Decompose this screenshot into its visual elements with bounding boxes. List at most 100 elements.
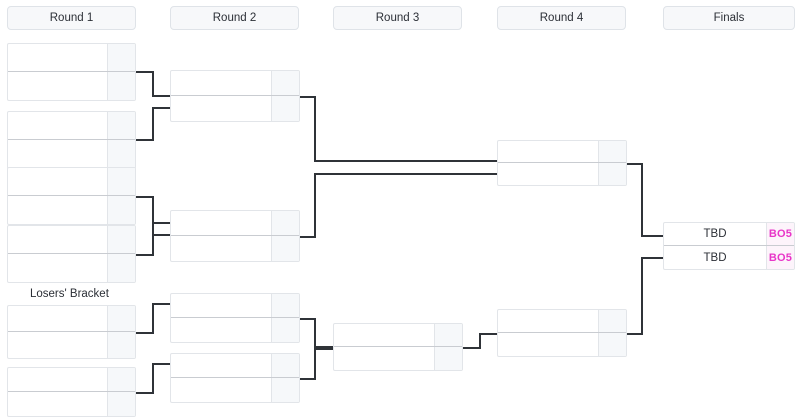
round-header-4[interactable]: Round 4: [497, 6, 626, 30]
round1-match-1-row-1[interactable]: [8, 44, 135, 72]
round3-losers-match-1-row-1[interactable]: [334, 324, 462, 347]
round1-match-1-row-2[interactable]: [8, 72, 135, 100]
round2-match-2-row-2[interactable]: [171, 236, 299, 261]
round1-losers-match-2-row-2[interactable]: [8, 392, 135, 416]
round2-match-1-score-2: [271, 96, 299, 121]
connector-r4m2-to-finals-seg0: [627, 333, 643, 335]
connector-r3losers1-to-r4m2-seg0: [463, 347, 481, 349]
round1-losers-match-2-row-1[interactable]: [8, 368, 135, 392]
round2-match-2-score-1: [271, 211, 299, 235]
round2-losers-match-2-row-2[interactable]: [171, 378, 299, 402]
round2-match-2-row-1[interactable]: [171, 211, 299, 236]
round1-losers-match-1-competitor-2: [8, 332, 107, 358]
round3-losers-match-1-row-2[interactable]: [334, 347, 462, 370]
round1-match-1-score-2: [107, 72, 135, 100]
round1-match-3-competitor-2: [8, 196, 107, 224]
connector-r1losers1-to-r2losers1-seg2: [152, 303, 172, 305]
round4-match-2-row-2[interactable]: [498, 333, 626, 356]
round4-match-1[interactable]: [497, 140, 627, 186]
connector-r1losers2-to-r2losers2-seg1: [152, 363, 154, 394]
round-header-2[interactable]: Round 2: [170, 6, 299, 30]
finals-match-competitor-1: TBD: [703, 228, 727, 240]
connector-r1m1-to-r2m1-seg2: [152, 95, 172, 97]
connector-r4m2-to-finals-seg1: [641, 257, 643, 335]
connector-r3losers1-to-r4m2-seg1: [479, 333, 481, 349]
round4-match-1-row-1[interactable]: [498, 141, 626, 163]
round1-losers-match-2-competitor-1: [8, 368, 107, 391]
round-header-3[interactable]: Round 3: [333, 6, 462, 30]
round4-match-1-score-1: [598, 141, 626, 162]
round1-match-2-row-1[interactable]: [8, 112, 135, 140]
round2-losers-match-2-competitor-2: [171, 378, 271, 402]
round1-match-2-competitor-1: [8, 112, 107, 139]
finals-match-competitor-2: TBD: [703, 251, 727, 264]
round1-losers-match-2[interactable]: [7, 367, 136, 417]
round1-match-2-competitor-2: [8, 140, 107, 168]
round2-losers-match-1-score-2: [271, 318, 299, 342]
round2-losers-match-2-row-1[interactable]: [171, 354, 299, 378]
connector-r4m1-to-finals-seg2: [641, 235, 665, 237]
connector-r2losers2-to-r3losers1-seg2: [314, 348, 335, 350]
round2-match-1[interactable]: [170, 70, 300, 122]
connector-r3losers1-to-r4m2-seg2: [479, 333, 499, 335]
round2-losers-match-2-competitor-1: [171, 354, 271, 377]
round1-match-2-score-2: [107, 140, 135, 168]
round1-match-1-competitor-2: [8, 72, 107, 100]
connector-r1m3-to-r2m2-seg2: [152, 234, 172, 236]
round1-match-3-score-2: [107, 196, 135, 224]
connector-r1losers2-to-r2losers2-seg2: [152, 363, 172, 365]
round2-match-1-score-1: [271, 71, 299, 95]
connector-r2m1-to-r4m1-seg2: [314, 160, 499, 162]
round1-match-3[interactable]: [7, 167, 136, 225]
connector-r2losers1-to-r3losers1-seg1: [314, 318, 316, 348]
round1-match-3-row-1[interactable]: [8, 168, 135, 196]
round2-losers-match-1-row-2[interactable]: [171, 318, 299, 342]
round4-match-1-row-2[interactable]: [498, 163, 626, 185]
round2-losers-match-1-row-1[interactable]: [171, 294, 299, 318]
connector-r2m2-to-r4m1-seg2: [314, 173, 499, 175]
connector-r2losers1-to-r3losers1-seg2: [314, 346, 335, 348]
round1-losers-match-1[interactable]: [7, 305, 136, 359]
round1-losers-match-1-row-2[interactable]: [8, 332, 135, 358]
round1-losers-match-1-row-1[interactable]: [8, 306, 135, 332]
round1-match-4[interactable]: [7, 225, 136, 283]
connector-r1m4-to-r2m2-seg1: [152, 222, 154, 256]
round1-match-2-row-2[interactable]: [8, 140, 135, 168]
connector-r4m1-to-finals-seg1: [641, 163, 643, 237]
round1-match-3-score-1: [107, 168, 135, 195]
round1-match-4-competitor-1: [8, 226, 107, 253]
round1-match-2[interactable]: [7, 111, 136, 169]
round1-match-1[interactable]: [7, 43, 136, 101]
round2-match-1-row-2[interactable]: [171, 96, 299, 121]
connector-r4m1-to-finals-seg0: [627, 163, 643, 165]
round-header-5[interactable]: Finals: [663, 6, 795, 30]
connector-r2losers1-to-r3losers1-seg0: [300, 318, 316, 320]
round2-match-2[interactable]: [170, 210, 300, 262]
round4-match-1-score-2: [598, 163, 626, 185]
finals-match-row-1[interactable]: TBD BO5: [664, 223, 794, 246]
connector-r1m1-to-r2m1-seg0: [136, 71, 154, 73]
connector-r1m2-to-r2m1-seg0: [136, 139, 154, 141]
round2-losers-match-2[interactable]: [170, 353, 300, 403]
connector-r1m3-to-r2m2-seg1: [152, 196, 154, 236]
finals-match-format-badge-1: BO5: [766, 223, 794, 245]
round2-match-1-row-1[interactable]: [171, 71, 299, 96]
round1-losers-match-1-score-2: [107, 332, 135, 358]
round4-match-2-row-1[interactable]: [498, 310, 626, 333]
round3-losers-match-1-competitor-2: [334, 347, 434, 370]
round2-losers-match-1-competitor-1: [171, 294, 271, 317]
round4-match-2[interactable]: [497, 309, 627, 357]
round3-losers-match-1[interactable]: [333, 323, 463, 371]
round1-match-4-row-2[interactable]: [8, 254, 135, 282]
round1-match-4-competitor-2: [8, 254, 107, 282]
round1-match-3-row-2[interactable]: [8, 196, 135, 224]
round-header-1[interactable]: Round 1: [7, 6, 136, 30]
losers-bracket-label: Losers' Bracket: [30, 288, 109, 300]
round4-match-1-competitor-2: [498, 163, 598, 185]
round2-losers-match-1[interactable]: [170, 293, 300, 343]
round1-match-4-row-1[interactable]: [8, 226, 135, 254]
round4-match-1-competitor-1: [498, 141, 598, 162]
